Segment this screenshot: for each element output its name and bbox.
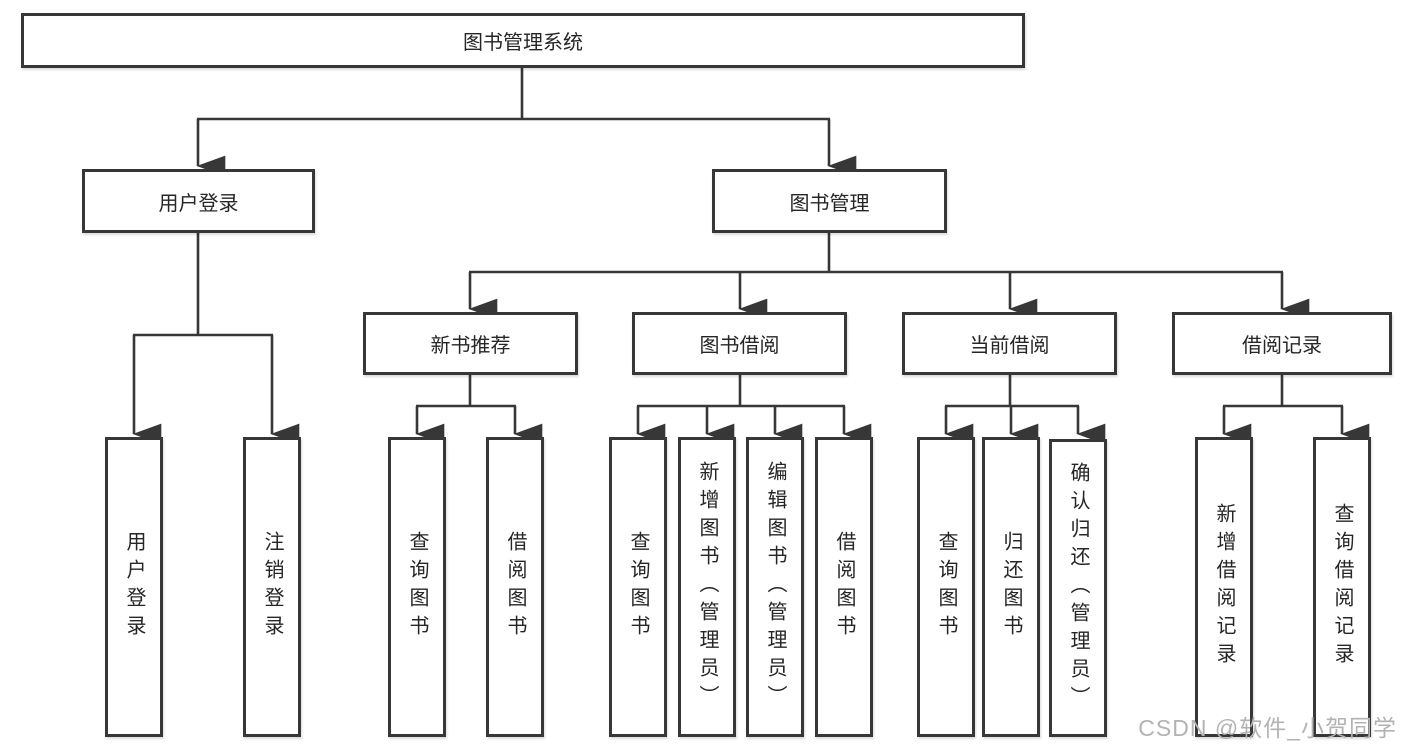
node-new-book-recommendation: 新书推荐: [363, 312, 578, 375]
leaf-query-borrowing-record: 查询借阅记录: [1313, 437, 1371, 737]
leaf-add-books-admin: 新增图书（管理员）: [678, 437, 736, 737]
leaf-query-books-borrowing: 查询图书: [609, 437, 667, 737]
node-current-borrowing: 当前借阅: [902, 312, 1117, 375]
node-book-management: 图书管理: [712, 169, 947, 233]
csdn-watermark: CSDN @软件_小贺同学: [1138, 715, 1397, 741]
node-library-management-system: 图书管理系统: [21, 13, 1025, 68]
leaf-borrow-books-recommendation: 借阅图书: [486, 437, 544, 737]
leaf-query-books-recommendation: 查询图书: [388, 437, 446, 737]
leaf-add-borrowing-record: 新增借阅记录: [1195, 437, 1253, 737]
leaf-query-books-current: 查询图书: [917, 437, 975, 737]
leaf-return-books: 归还图书: [982, 437, 1040, 737]
leaf-edit-books-admin: 编辑图书（管理员）: [746, 437, 804, 737]
leaf-user-login: 用户登录: [105, 437, 163, 737]
node-borrowing-records: 借阅记录: [1172, 312, 1392, 375]
leaf-borrow-books: 借阅图书: [815, 437, 873, 737]
node-book-borrowing: 图书借阅: [632, 312, 847, 375]
leaf-confirm-return-admin: 确认归还（管理员）: [1049, 439, 1107, 737]
node-user-login: 用户登录: [82, 169, 315, 233]
leaf-logout: 注销登录: [243, 437, 301, 737]
